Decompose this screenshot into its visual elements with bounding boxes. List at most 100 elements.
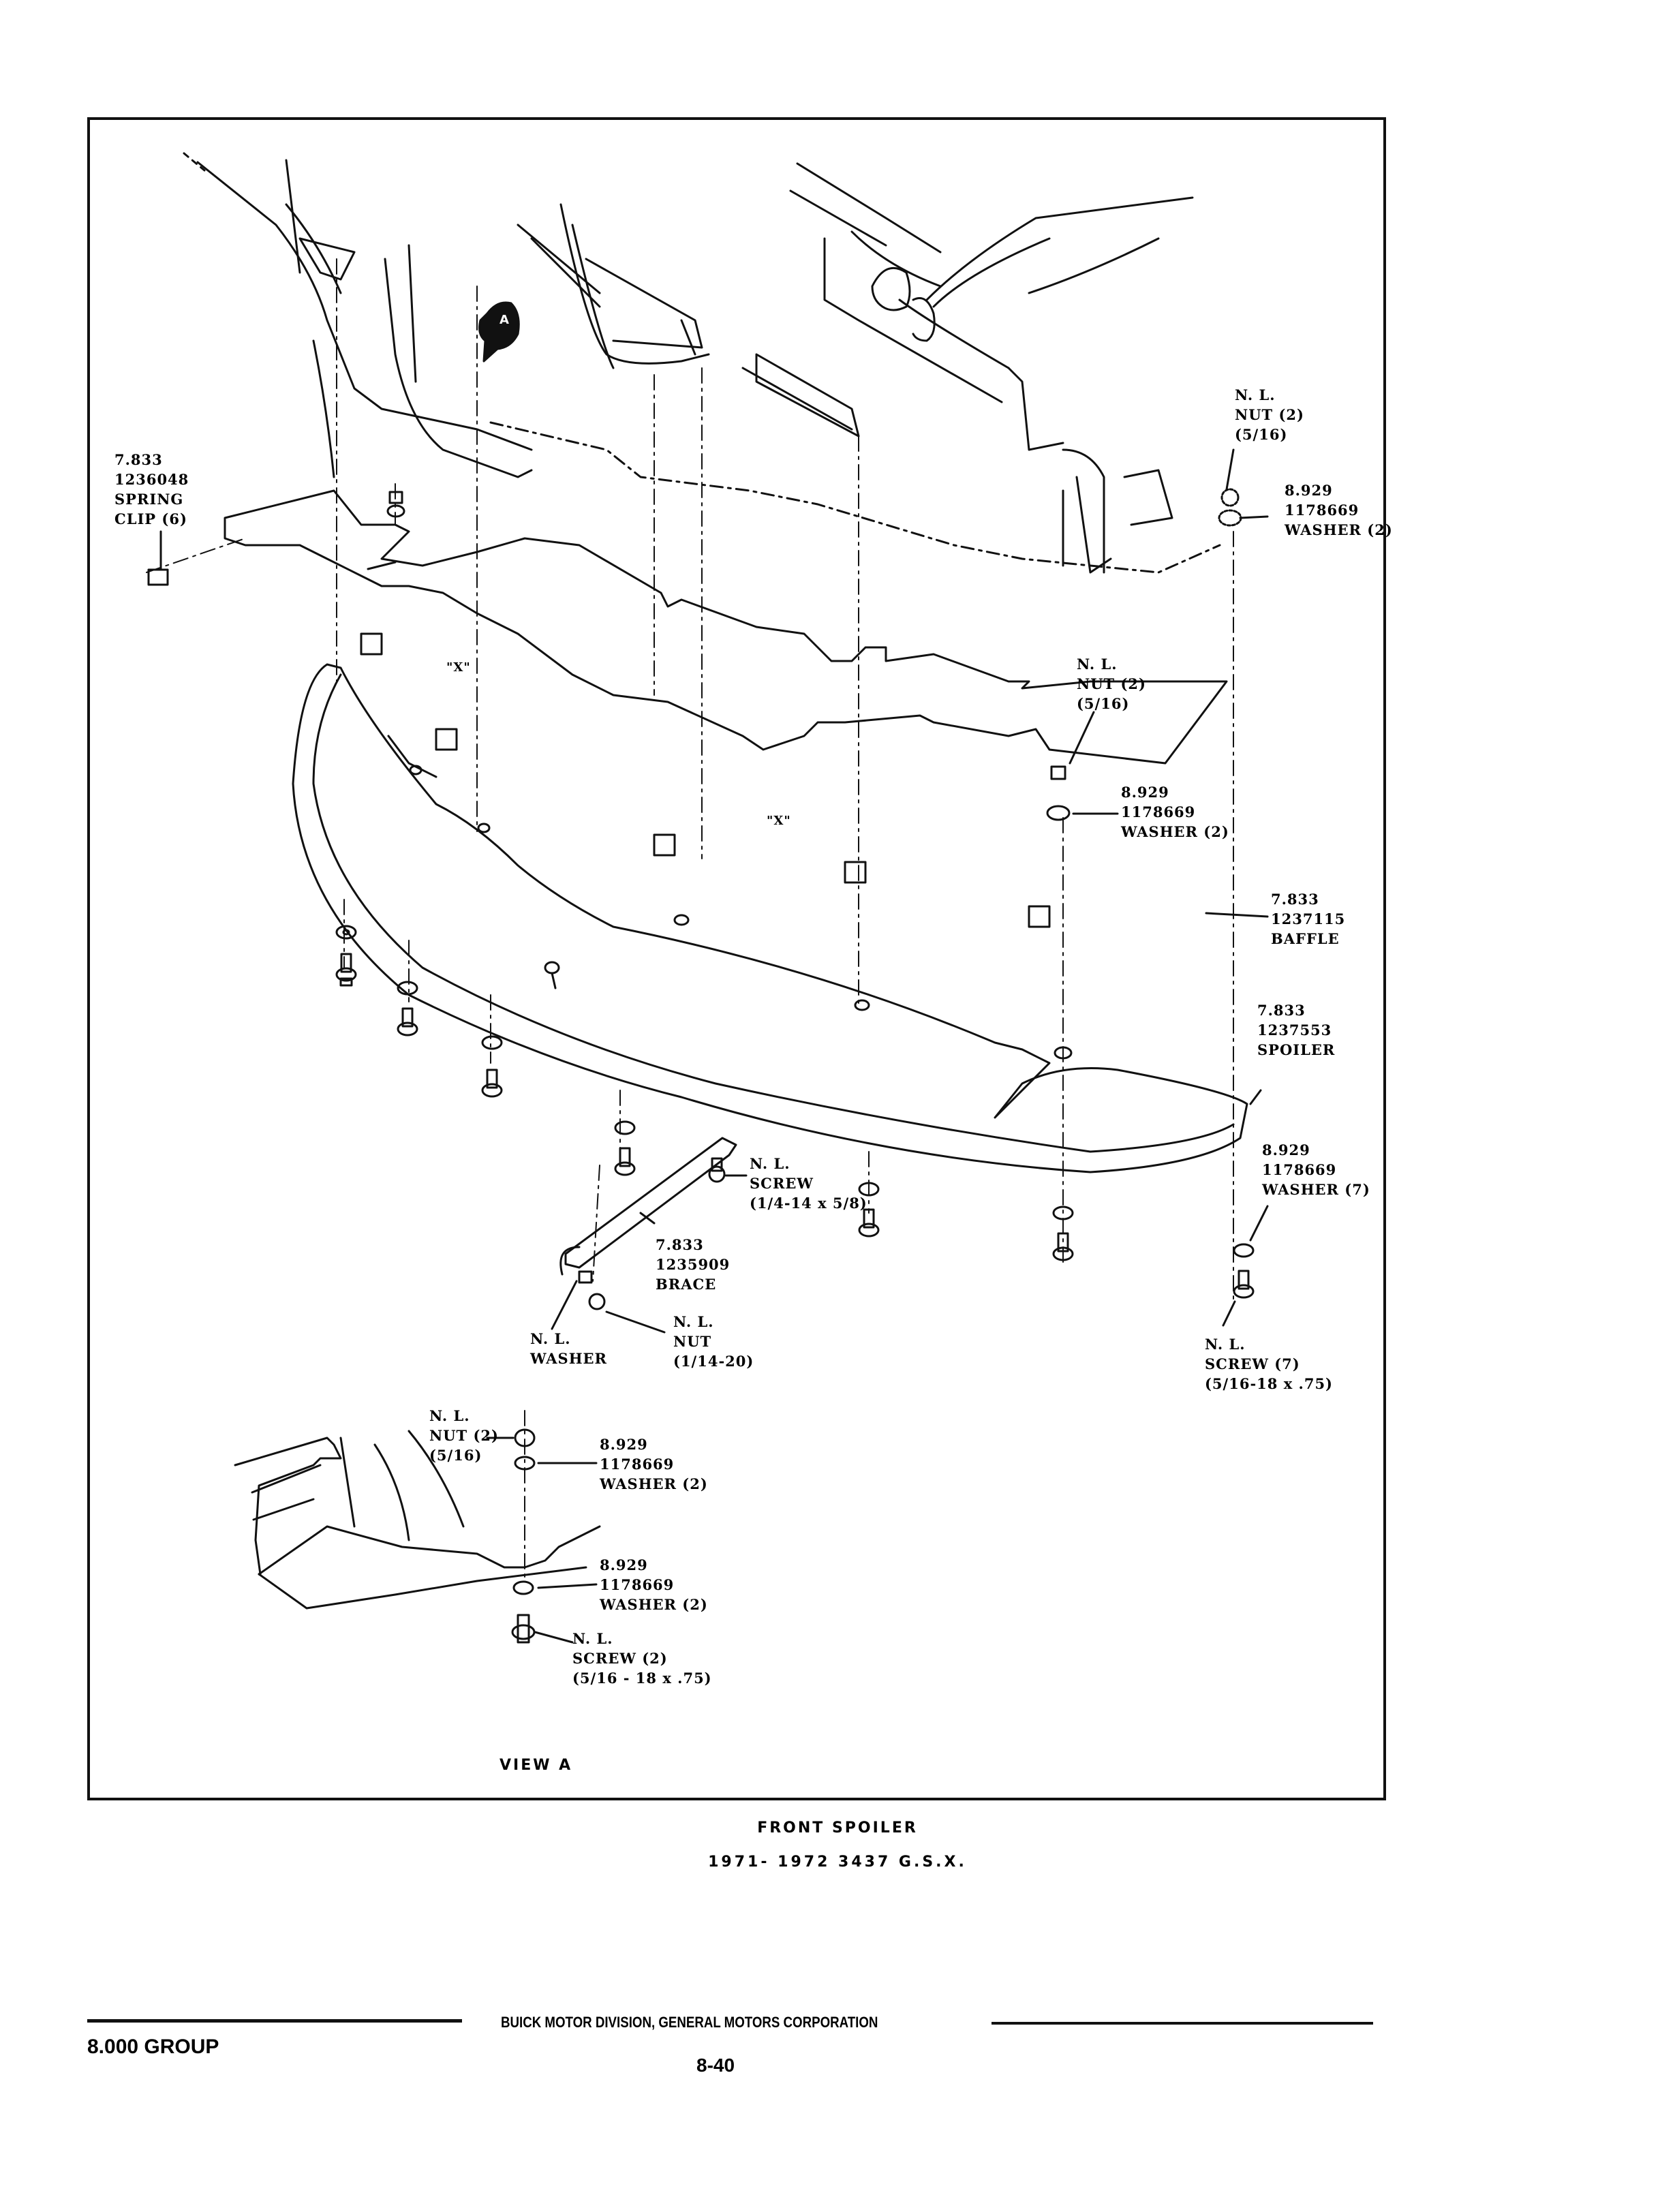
footer-group: 8.000 GROUP [87,2036,219,2058]
nut-icon [1220,488,1240,507]
screw-icon [1233,1270,1255,1299]
callout-line: 1237115 [1271,910,1346,927]
callout-line: 1178669 [600,1456,675,1473]
callout-line: 1178669 [1285,502,1359,519]
callout-top-washer: 8.929 1178669 WASHER (2) [1285,480,1393,540]
washer-icon [335,925,357,940]
callout-view-a-washer-bottom: 8.929 1178669 WASHER (2) [600,1555,708,1614]
callout-view-a-nut: N. L. NUT (2) (5/16) [429,1406,499,1465]
footer-rule-left [87,2019,462,2023]
callout-line: (5/16) [429,1447,482,1464]
illustration-frame [87,117,1386,1800]
view-a-label: VIEW A [500,1757,573,1774]
callout-line: CLIP (6) [114,510,187,527]
callout-line: SPRING [114,491,184,508]
callout-line: (1/4-14 x 5/8) [750,1195,867,1212]
callout-line: WASHER (2) [1285,521,1393,538]
brace-screw-icon [708,1157,726,1183]
screw-icon [858,1208,880,1238]
callout-line: WASHER (7) [1262,1181,1370,1198]
callout-line: WASHER (2) [600,1475,708,1492]
callout-line: SCREW (2) [572,1650,668,1667]
washer-icon [1046,805,1071,821]
callout-line: 7.833 [1271,891,1319,908]
car-front-body [183,152,1221,574]
washer-icon [386,504,405,518]
footer-publisher: BUICK MOTOR DIVISION, GENERAL MOTORS COR… [501,2014,878,2031]
brace-nut-icon [588,1293,606,1310]
callout-brace-screw: N. L. SCREW (1/4-14 x 5/8) [750,1154,867,1213]
callout-line: 1236048 [114,471,189,488]
callout-mid-nut: N. L. NUT (2) (5/16) [1077,654,1146,713]
washer-icon [481,1035,503,1050]
nut-icon [1050,765,1066,780]
callout-line: N. L. [572,1630,613,1647]
footer-rule-right [992,2022,1373,2025]
callout-arrows [159,448,1269,1644]
callout-line: SCREW [750,1175,814,1192]
callout-brace-washer: N. L. WASHER [530,1329,607,1368]
callout-line: NUT [673,1333,712,1350]
callout-view-a-washer-top: 8.929 1178669 WASHER (2) [600,1434,708,1494]
callout-line: WASHER (2) [1121,823,1229,840]
callout-line: SCREW (7) [1205,1355,1300,1372]
callout-line: WASHER (2) [600,1596,708,1613]
brace-washer-icon [578,1270,593,1284]
x-marker: "X" [767,814,791,828]
callout-line: N. L. [1205,1336,1246,1353]
callout-spring-clip: 7.833 1236048 SPRING CLIP (6) [114,450,189,529]
callout-line: 8.929 [600,1436,648,1453]
figure-subtitle: 1971- 1972 3437 G.S.X. [708,1854,967,1871]
callout-line: N. L. [673,1313,714,1330]
screw-icon [397,1007,418,1036]
callout-spoiler-screw: N. L. SCREW (7) (5/16-18 x .75) [1205,1334,1333,1394]
figure-title: FRONT SPOILER [757,1819,918,1837]
callout-line: 1237553 [1257,1021,1332,1039]
callout-line: 8.929 [1285,482,1333,499]
callout-line: NUT (2) [429,1427,499,1444]
callout-line: (5/16-18 x .75) [1205,1375,1333,1392]
spring-clip-icon [147,568,169,586]
callout-line: 8.929 [600,1556,648,1573]
callout-baffle: 7.833 1237115 BAFFLE [1271,889,1345,949]
spoiler-part [292,663,1248,1173]
washer-icon [614,1120,636,1135]
callout-spoiler-washer: 8.929 1178669 WASHER (7) [1262,1140,1370,1199]
callout-line: (5/16) [1235,426,1288,443]
callout-line: (5/16 - 18 x .75) [572,1670,712,1687]
callout-line: N. L. [750,1155,790,1172]
brace-part [559,1137,737,1276]
callout-line: (5/16) [1077,695,1130,712]
nut-icon [388,491,403,504]
view-marker-letter: A [500,313,511,327]
callout-line: (1/14-20) [673,1353,754,1370]
washer-icon [858,1182,880,1197]
callout-line: 8.929 [1262,1141,1310,1158]
assembly-guide-lines [146,258,1234,1582]
callout-line: NUT (2) [1235,406,1304,423]
view-a-inset [234,1428,601,1644]
pin-icon [544,961,560,989]
washer-icon [1233,1243,1255,1258]
callout-line: 8.929 [1121,784,1169,801]
callout-line: N. L. [1235,386,1276,403]
callout-line: 7.833 [114,451,163,468]
callout-brace: 7.833 1235909 BRACE [656,1235,730,1294]
callout-line: N. L. [429,1407,470,1424]
hardware-fasteners [147,488,1255,1310]
callout-line: 7.833 [656,1236,704,1253]
callout-top-nut: N. L. NUT (2) (5/16) [1235,385,1304,444]
callout-view-a-screw: N. L. SCREW (2) (5/16 - 18 x .75) [572,1629,712,1688]
callout-line: BAFFLE [1271,930,1340,947]
callout-line: SPOILER [1257,1041,1336,1058]
x-marker: "X" [446,660,471,675]
callout-line: N. L. [1077,656,1118,673]
screw-icon [335,953,357,987]
washer-icon [1218,509,1242,527]
callout-line: NUT (2) [1077,675,1146,692]
callout-line: 1178669 [1121,803,1196,820]
callout-line: 1178669 [1262,1161,1337,1178]
callout-line: N. L. [530,1330,571,1347]
baffle-part [224,489,1228,928]
